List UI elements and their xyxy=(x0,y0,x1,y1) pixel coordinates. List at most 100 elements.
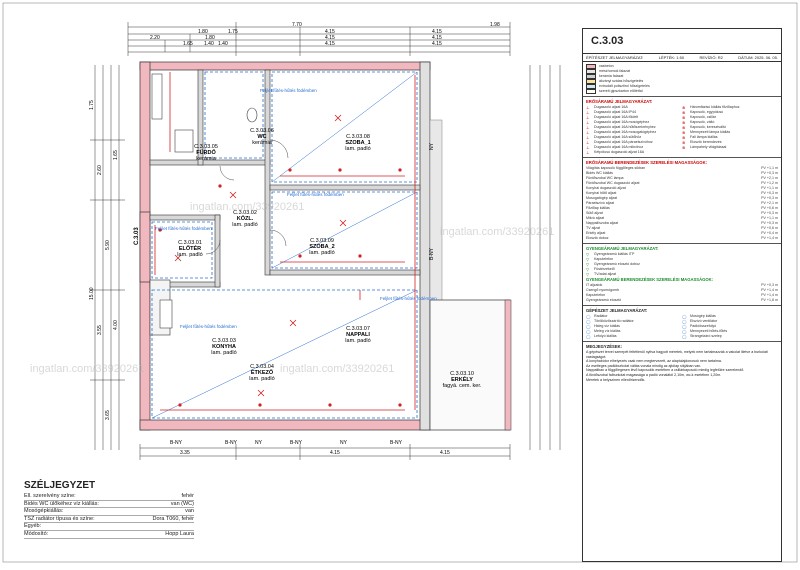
electrical-label: Fali lámpa kiállás xyxy=(690,135,718,139)
weak-current-symbol-icon: ▽ xyxy=(586,267,590,272)
ceiling-light-marks xyxy=(174,114,347,397)
weak-height-label: Kaputelefon xyxy=(586,293,606,297)
dim-top-balcony: 1.98 xyxy=(490,22,500,28)
room-code: C.3.03.07 xyxy=(346,326,370,332)
electrical-row: ⊥Dugaszoló aljzat 16A mikróhoz xyxy=(586,145,682,150)
material-label: extrudált polisztirol hőszigetelés xyxy=(599,84,650,88)
watermark: ingatlan.com/33920261 xyxy=(440,226,554,238)
opening-label: B-NY xyxy=(390,440,403,446)
opening-label: B-NY xyxy=(170,440,183,446)
room-code: C.3.03.06 xyxy=(250,128,274,134)
lamp-symbol-icon: ⊗ xyxy=(682,130,686,135)
material-swatch xyxy=(586,79,596,84)
mechanical-label: Mosógép kiállás xyxy=(690,314,716,318)
electrical-label: Dugaszoló aljzat 16A sütőhöz xyxy=(594,135,642,139)
mechanical-symbol-icon: ◯ xyxy=(682,314,687,319)
balcony xyxy=(429,299,512,431)
material-swatch xyxy=(586,84,596,89)
electrical-row: ⊥Dugaszoló aljzat 16A hűtőszekrényhez xyxy=(586,125,682,130)
dim-top-r4-c: 1.40 xyxy=(218,41,228,47)
weak-current-symbol-icon: ▽ xyxy=(586,272,590,277)
notes-row: Mosógépkiállás:van xyxy=(24,508,194,516)
outlet-height-label: Elosztó doboz xyxy=(586,236,609,240)
lamp-symbol-icon: ⊗ xyxy=(682,145,686,150)
electrical-row: ⊗Kapcsoló, keresztváltó xyxy=(682,125,778,130)
dim-left-c: 5.90 xyxy=(105,240,111,250)
opening-label: NY xyxy=(340,440,348,446)
room-labels: C.3.03.05 FÜRDŐ kerámia C.3.03.06 WC ker… xyxy=(177,128,482,389)
dim-top-total: 7.70 xyxy=(292,22,302,28)
mechanical-row: ◯Mennyezeti hűtés-fűtés xyxy=(682,329,778,334)
room-code: C.3.03.10 xyxy=(450,371,474,377)
electrical-label: Mennyezeti lámpa kiállás xyxy=(690,130,731,134)
mechanical-symbol-icon: ◯ xyxy=(586,324,591,329)
outlet-height-label: Mosogatógép aljzat xyxy=(586,196,618,200)
outlet-heights-heading: ERŐSÁRAMÚ BERENDEZÉSEK SZERELÉSI MAGASSÁ… xyxy=(586,160,707,165)
marginal-notes-title: SZÉLJEGYZET xyxy=(24,480,96,491)
outlet-height-value: PV +0,6 m xyxy=(761,226,778,230)
mechanical-row: ◯Meleg víz kiállás xyxy=(586,329,682,334)
legend-electrical: ERŐSÁRAMÚ JELMAGYARÁZAT: ⊥Dugaszoló aljz… xyxy=(583,97,781,158)
weak-current-label: Gyengeáramú elosztó doboz xyxy=(594,262,640,266)
electrical-row: ⊗Lámpahely világítással xyxy=(682,145,778,150)
outlet-symbol-icon: ⊥ xyxy=(586,150,590,155)
material-row: mészhomok falazat xyxy=(586,69,778,74)
outlet-height-value: PV +0,6 m xyxy=(761,206,778,210)
outlet-height-value: PV +2,1 m xyxy=(761,176,778,180)
note-line: Méretek a helyszínen ellenőrizendők. xyxy=(586,377,646,382)
weak-height-value: PV +1,8 m xyxy=(761,298,778,302)
electrical-row: ⊥Kétpólusú dugaszoló aljzat 16A xyxy=(586,150,682,155)
outlet-symbol-icon: ⊥ xyxy=(586,120,590,125)
electrical-label: Dugaszoló aljzat 16A mosogatógéphez xyxy=(594,130,657,134)
watermarks: ingatlan.com/33920261 ingatlan.com/33920… xyxy=(30,201,554,375)
room-floor: lam. padló xyxy=(177,252,202,258)
dim-top-r4-d: 4.15 xyxy=(325,41,335,47)
electrical-row: ⊗ Mennyezeti lámpa kiállás xyxy=(682,130,778,135)
material-label: szerelt gipszkarton előtétfal xyxy=(599,89,643,93)
material-swatch xyxy=(586,69,596,74)
outlet-symbol-icon: ⊥ xyxy=(586,140,590,145)
room-name: SZOBA_1 xyxy=(345,140,370,146)
material-row: szerelt gipszkarton előtétfal xyxy=(586,89,778,94)
floor-diagonals xyxy=(151,71,418,419)
mechanical-label: Meleg víz kiállás xyxy=(594,329,621,333)
material-row: vasbeton xyxy=(586,64,778,69)
opening-label: B-NY xyxy=(429,247,435,260)
notes-label: Bidés WC ülőkéhez víz kiállás: xyxy=(24,500,99,507)
outlet-symbol-icon: ⊥ xyxy=(586,145,590,150)
watermark: ingatlan.com/33920261 xyxy=(280,363,394,375)
dim-top-r2-d: 4.15 xyxy=(432,29,442,35)
lamp-symbol-icon: ⊗ xyxy=(682,140,686,145)
weak-current-label: TV/adat aljzat xyxy=(594,272,616,276)
lamp-symbol-icon: ⊗ xyxy=(682,125,686,130)
mechanical-heading: GÉPÉSZET JELMAGYARÁZAT: xyxy=(586,308,648,313)
legend-mechanical: GÉPÉSZET JELMAGYARÁZAT: ◯Radiátor◯Törölk… xyxy=(583,306,781,342)
room-name: ERKÉLY xyxy=(451,375,473,383)
weak-current-label: Gyengeáramú kiállás ITP xyxy=(594,252,635,256)
room-floor: lam. padló xyxy=(309,250,334,256)
dim-left-d: 1.65 xyxy=(113,150,119,160)
mechanical-symbol-icon: ◯ xyxy=(586,319,591,324)
electrical-label: Dugaszoló aljzat 16A hűtőszekrényhez xyxy=(594,125,656,129)
electrical-row: ⊗Kapcsoló, csillár xyxy=(682,115,778,120)
weak-height-label: Gyengeáramú elosztó xyxy=(586,298,622,302)
dim-left-b: 2.60 xyxy=(97,165,103,175)
electrical-label: Dugaszoló aljzat 16A IP44 xyxy=(594,110,636,114)
weak-height-row: Gyengeáramú elosztó PV +1,8 m xyxy=(586,298,778,303)
dim-left-e: 3.55 xyxy=(97,325,103,335)
room-code: C.3.03.03 xyxy=(212,338,236,344)
mechanical-label: Lefolyó kiállás xyxy=(594,334,617,338)
dim-left-a: 1.75 xyxy=(89,100,95,110)
ceiling-note: Feljlet fűtés-hűtés födémben xyxy=(260,88,317,93)
dim-bottom-b: 4.15 xyxy=(330,450,340,456)
right-dimension-lines xyxy=(529,65,561,450)
mechanical-row: ◯Hideg víz kiállás xyxy=(586,324,682,329)
mechanical-symbol-icon: ◯ xyxy=(682,334,687,339)
dim-top-r3-a: 2.20 xyxy=(150,35,160,41)
electrical-row: ⊥Dugaszoló aljzat 16A xyxy=(586,105,682,110)
